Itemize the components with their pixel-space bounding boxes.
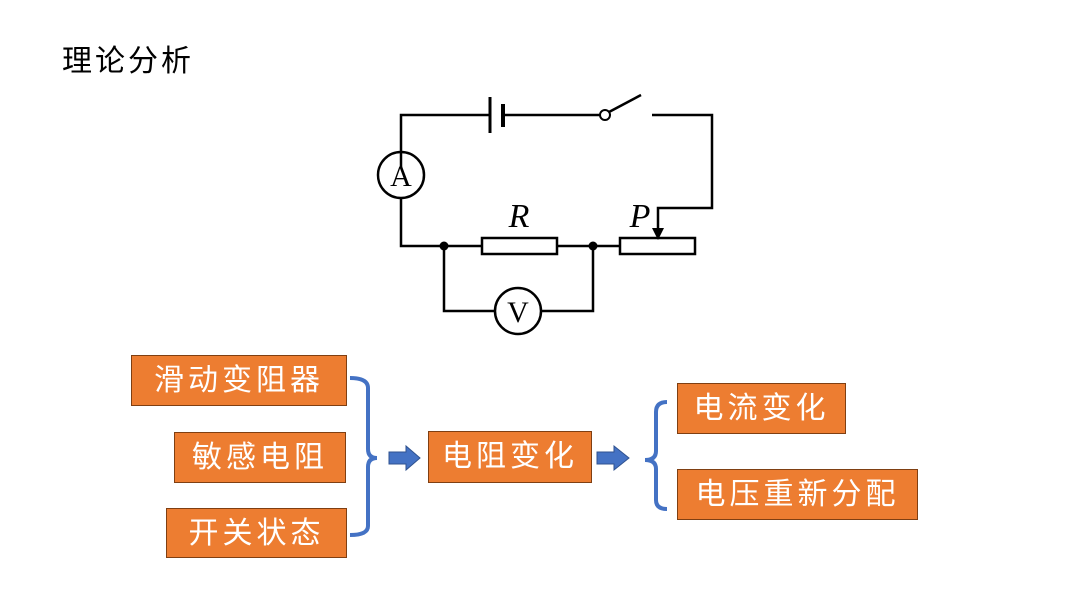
- voltmeter: [493, 286, 543, 336]
- wire-voltmeter-branch: [442, 246, 595, 313]
- output-box-voltage-redistribution: 电压重新分配: [677, 469, 918, 520]
- input-box-rheostat: 滑动变阻器: [131, 355, 347, 406]
- left-bracket: [349, 376, 378, 537]
- resistor-label: R: [508, 198, 530, 235]
- arrow-to-outputs-icon: [596, 444, 630, 472]
- voltmeter-label: V: [507, 296, 529, 329]
- wire-top-left: [399, 113, 490, 168]
- slider-arrowhead: [652, 228, 664, 240]
- junction-left: [439, 241, 449, 251]
- junction-right: [588, 241, 598, 251]
- right-bracket: [644, 400, 668, 511]
- wire-top-right: [652, 113, 714, 232]
- switch-blade: [608, 93, 642, 114]
- slider-label: P: [629, 198, 651, 235]
- output-box-current-change: 电流变化: [677, 383, 846, 434]
- page-title: 理论分析: [62, 44, 194, 79]
- switch-pivot: [599, 109, 611, 121]
- arrow-to-middle-icon: [388, 444, 421, 472]
- input-box-sensitive-resistor: 敏感电阻: [174, 432, 346, 483]
- ammeter-label: A: [390, 160, 412, 193]
- middle-box-resistance-change: 电阻变化: [428, 431, 592, 483]
- input-box-switch-state: 开关状态: [166, 508, 347, 558]
- wire-left: [399, 198, 482, 248]
